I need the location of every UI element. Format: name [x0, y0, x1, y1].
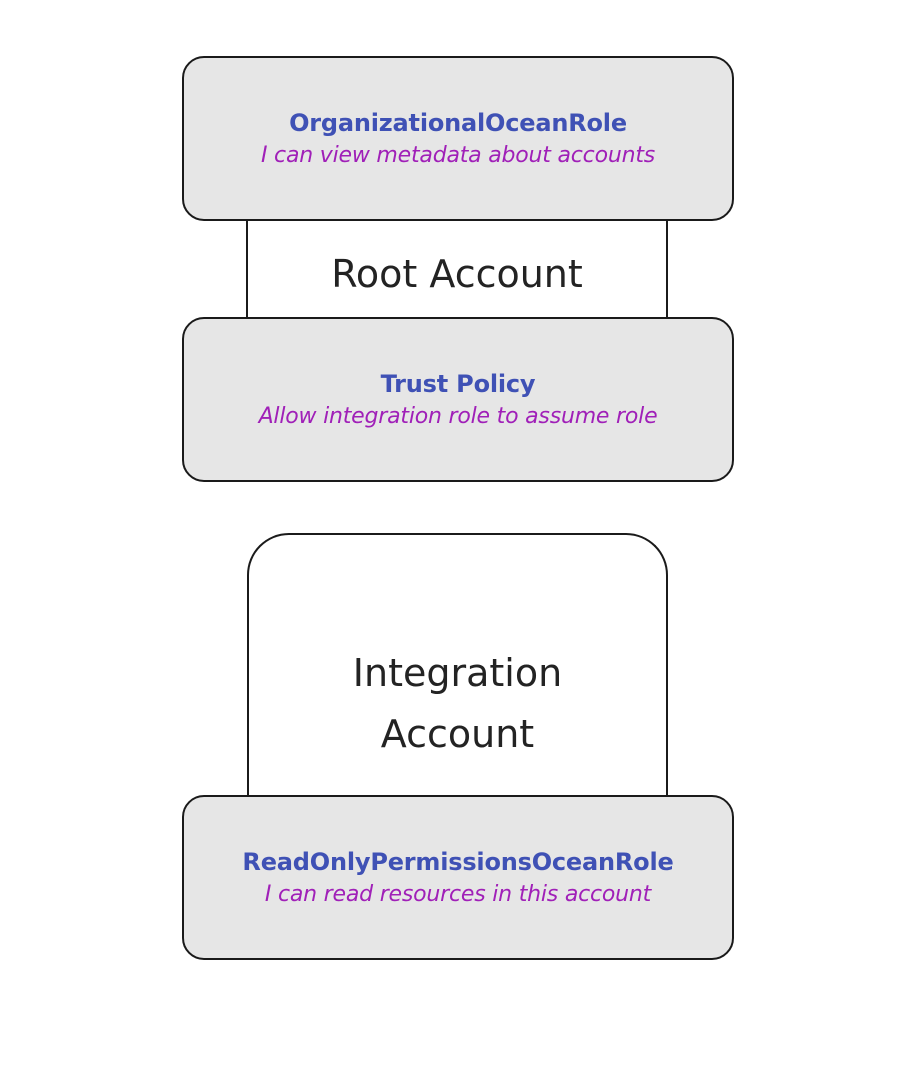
- integration-account-container[interactable]: Integration Account: [247, 533, 668, 799]
- readonly-permissions-ocean-role-card[interactable]: ReadOnlyPermissionsOceanRole I can read …: [182, 795, 734, 960]
- trust-policy-title: Trust Policy: [380, 369, 536, 398]
- root-account-label: Root Account: [331, 252, 583, 296]
- readonly-permissions-ocean-role-title: ReadOnlyPermissionsOceanRole: [242, 847, 674, 876]
- trust-policy-card[interactable]: Trust Policy Allow integration role to a…: [182, 317, 734, 482]
- trust-policy-subtitle: Allow integration role to assume role: [258, 403, 658, 429]
- organizational-ocean-role-title: OrganizationalOceanRole: [289, 108, 627, 137]
- organizational-ocean-role-subtitle: I can view metadata about accounts: [260, 142, 656, 168]
- readonly-permissions-ocean-role-subtitle: I can read resources in this account: [264, 881, 652, 907]
- organizational-ocean-role-card[interactable]: OrganizationalOceanRole I can view metad…: [182, 56, 734, 221]
- integration-account-label: Integration Account: [352, 651, 563, 756]
